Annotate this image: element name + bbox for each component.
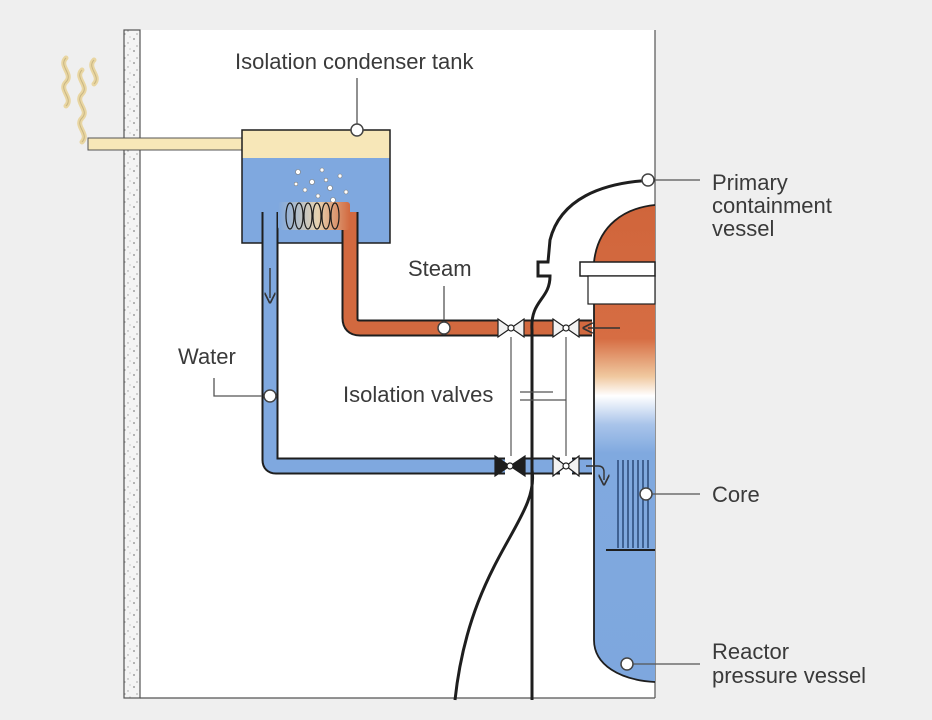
reactor-marker	[620, 657, 634, 671]
concrete-wall	[123, 29, 141, 699]
label-primary-line1: Primary	[712, 170, 788, 195]
bubbles-icon	[293, 167, 349, 207]
label-primary-line2: containment	[712, 193, 832, 218]
core-marker	[639, 487, 653, 501]
label-reactor-line2: pressure vessel	[712, 663, 866, 688]
label-water: Water	[178, 344, 236, 369]
isolation-valve-water-outer	[494, 454, 526, 478]
label-isolation-valves: Isolation valves	[343, 382, 493, 407]
isolation-valve-water-inner	[552, 454, 580, 478]
steam-marker	[437, 321, 451, 335]
tank-marker	[350, 123, 364, 137]
water-leader	[213, 378, 262, 397]
vent-pipe	[87, 137, 244, 151]
primary-containment-vessel	[530, 178, 656, 700]
label-isolation-condenser-tank: Isolation condenser tank	[235, 49, 474, 74]
isolation-valve-steam-inner	[552, 317, 580, 339]
water-marker	[263, 389, 277, 403]
condenser-coil	[278, 202, 350, 230]
isolation-valve-steam-outer	[497, 317, 525, 339]
label-primary-line3: vessel	[712, 216, 774, 241]
flow-arrows	[270, 268, 620, 480]
core-fuel-rods	[606, 460, 655, 551]
label-reactor-line1: Reactor	[712, 639, 789, 664]
primary-marker	[641, 173, 655, 187]
reactor-pressure-vessel	[579, 204, 656, 683]
valve-leaders	[510, 337, 567, 456]
label-core: Core	[712, 482, 760, 507]
label-steam: Steam	[408, 256, 472, 281]
